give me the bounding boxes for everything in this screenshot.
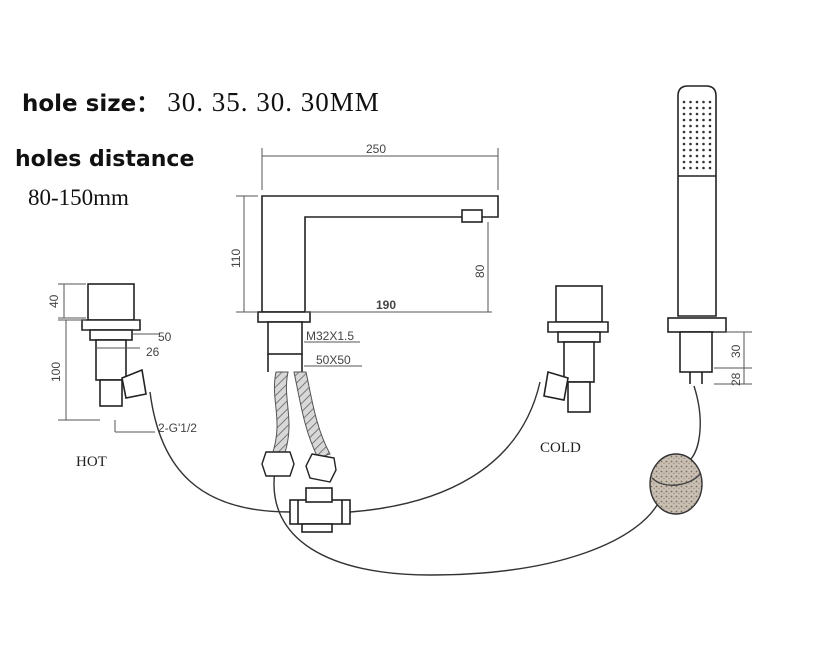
nozzle-dot xyxy=(689,136,692,140)
dim-spout-height: 110 xyxy=(229,249,243,268)
nozzle-dot xyxy=(708,142,712,146)
spout xyxy=(257,195,499,372)
nozzle-dot xyxy=(689,142,692,146)
nozzle-dot xyxy=(689,154,692,158)
nozzle-dot xyxy=(689,112,692,116)
hoses xyxy=(149,381,701,576)
nozzle-dot xyxy=(702,166,705,170)
nozzle-dot xyxy=(682,118,686,122)
nozzle-dot xyxy=(682,106,686,110)
nozzle-dot xyxy=(708,166,712,170)
nozzle-dot xyxy=(695,136,699,140)
nozzle-dot xyxy=(702,148,705,152)
dim-spout-length: 250 xyxy=(366,142,386,156)
nozzle-dot xyxy=(689,160,692,164)
dim-body-width: 26 xyxy=(146,345,160,359)
hand-shower xyxy=(667,85,727,384)
nozzle-dot xyxy=(708,124,712,128)
dim-handle-height: 40 xyxy=(47,294,61,308)
nozzle-dot xyxy=(682,130,686,134)
nozzle-dot xyxy=(708,106,712,110)
nozzle-dot xyxy=(695,118,699,122)
dim-spout-reach: 190 xyxy=(376,298,396,312)
nozzle-dot xyxy=(682,100,686,104)
nozzle-dot xyxy=(689,100,692,104)
nozzle-dot xyxy=(695,154,699,158)
nozzle-dot xyxy=(695,166,699,170)
nozzle-dot xyxy=(708,136,712,140)
spout-dimensions xyxy=(236,148,499,367)
holes-distance-value: 80-150mm xyxy=(28,185,129,210)
nozzle-dot xyxy=(695,130,699,134)
nozzle-dot xyxy=(689,106,692,110)
nozzle-dot xyxy=(702,136,705,140)
nozzle-dot xyxy=(682,148,686,152)
braided-hoses xyxy=(271,371,331,459)
nozzle-dot xyxy=(682,166,686,170)
shower-hose-ball xyxy=(649,453,703,515)
nozzle-dot xyxy=(682,112,686,116)
hole-size-value: 30. 35. 30. 30MM xyxy=(167,87,380,117)
nozzle-dot xyxy=(702,100,705,104)
holes-distance-label: holes distance xyxy=(15,147,195,172)
hole-size-label: hole size： xyxy=(22,91,160,117)
nozzle-dot xyxy=(695,106,699,110)
nozzle-dot xyxy=(702,124,705,128)
nozzle-dot xyxy=(689,118,692,122)
nozzle-dot xyxy=(702,118,705,122)
t-connector xyxy=(289,487,351,533)
shower-dimensions xyxy=(714,331,752,385)
nozzle-dot xyxy=(702,160,705,164)
cold-valve xyxy=(543,285,609,413)
nozzle-dot xyxy=(708,130,712,134)
dim-thread: M32X1.5 xyxy=(306,329,354,343)
nozzle-dot xyxy=(702,106,705,110)
nozzle-dot xyxy=(689,124,692,128)
hot-valve xyxy=(81,283,147,407)
hole-size-line: hole size： 30. 35. 30. 30MM xyxy=(22,84,380,118)
nozzle-dot xyxy=(708,148,712,152)
nozzle-dot xyxy=(702,154,705,158)
nozzle-dot xyxy=(682,142,686,146)
nozzle-dot xyxy=(702,142,705,146)
nozzle-dot xyxy=(695,112,699,116)
nozzle-dot xyxy=(702,112,705,116)
hose-nuts xyxy=(261,451,337,483)
nozzle-dot xyxy=(708,118,712,122)
nozzle-dot xyxy=(689,130,692,134)
nozzle-dot xyxy=(689,166,692,170)
nozzle-dot xyxy=(708,112,712,116)
nozzle-dot xyxy=(702,130,705,134)
nozzle-dot xyxy=(695,142,699,146)
nozzle-dot xyxy=(682,160,686,164)
dim-valve-height: 100 xyxy=(49,362,63,382)
nozzle-dot xyxy=(695,148,699,152)
hot-label: HOT xyxy=(76,454,107,470)
nozzle-dot xyxy=(689,148,692,152)
nozzle-dot xyxy=(682,124,686,128)
shower-nozzles xyxy=(682,100,712,170)
nozzle-dot xyxy=(682,136,686,140)
nozzle-dot xyxy=(695,160,699,164)
cold-label: COLD xyxy=(540,440,581,456)
nozzle-dot xyxy=(695,100,699,104)
nozzle-dot xyxy=(708,100,712,104)
dim-handle-width: 50 xyxy=(158,330,172,344)
nozzle-dot xyxy=(708,154,712,158)
nozzle-dot xyxy=(695,124,699,128)
dim-holder-base: 28 xyxy=(729,372,743,386)
nozzle-dot xyxy=(682,154,686,158)
dim-base: 50X50 xyxy=(316,353,351,367)
dim-inlet: 2-G'1/2 xyxy=(158,421,197,435)
nozzle-dot xyxy=(708,160,712,164)
hot-valve-dimensions xyxy=(58,283,160,433)
dim-spout-drop: 80 xyxy=(473,264,487,278)
dim-holder-height: 30 xyxy=(729,344,743,358)
